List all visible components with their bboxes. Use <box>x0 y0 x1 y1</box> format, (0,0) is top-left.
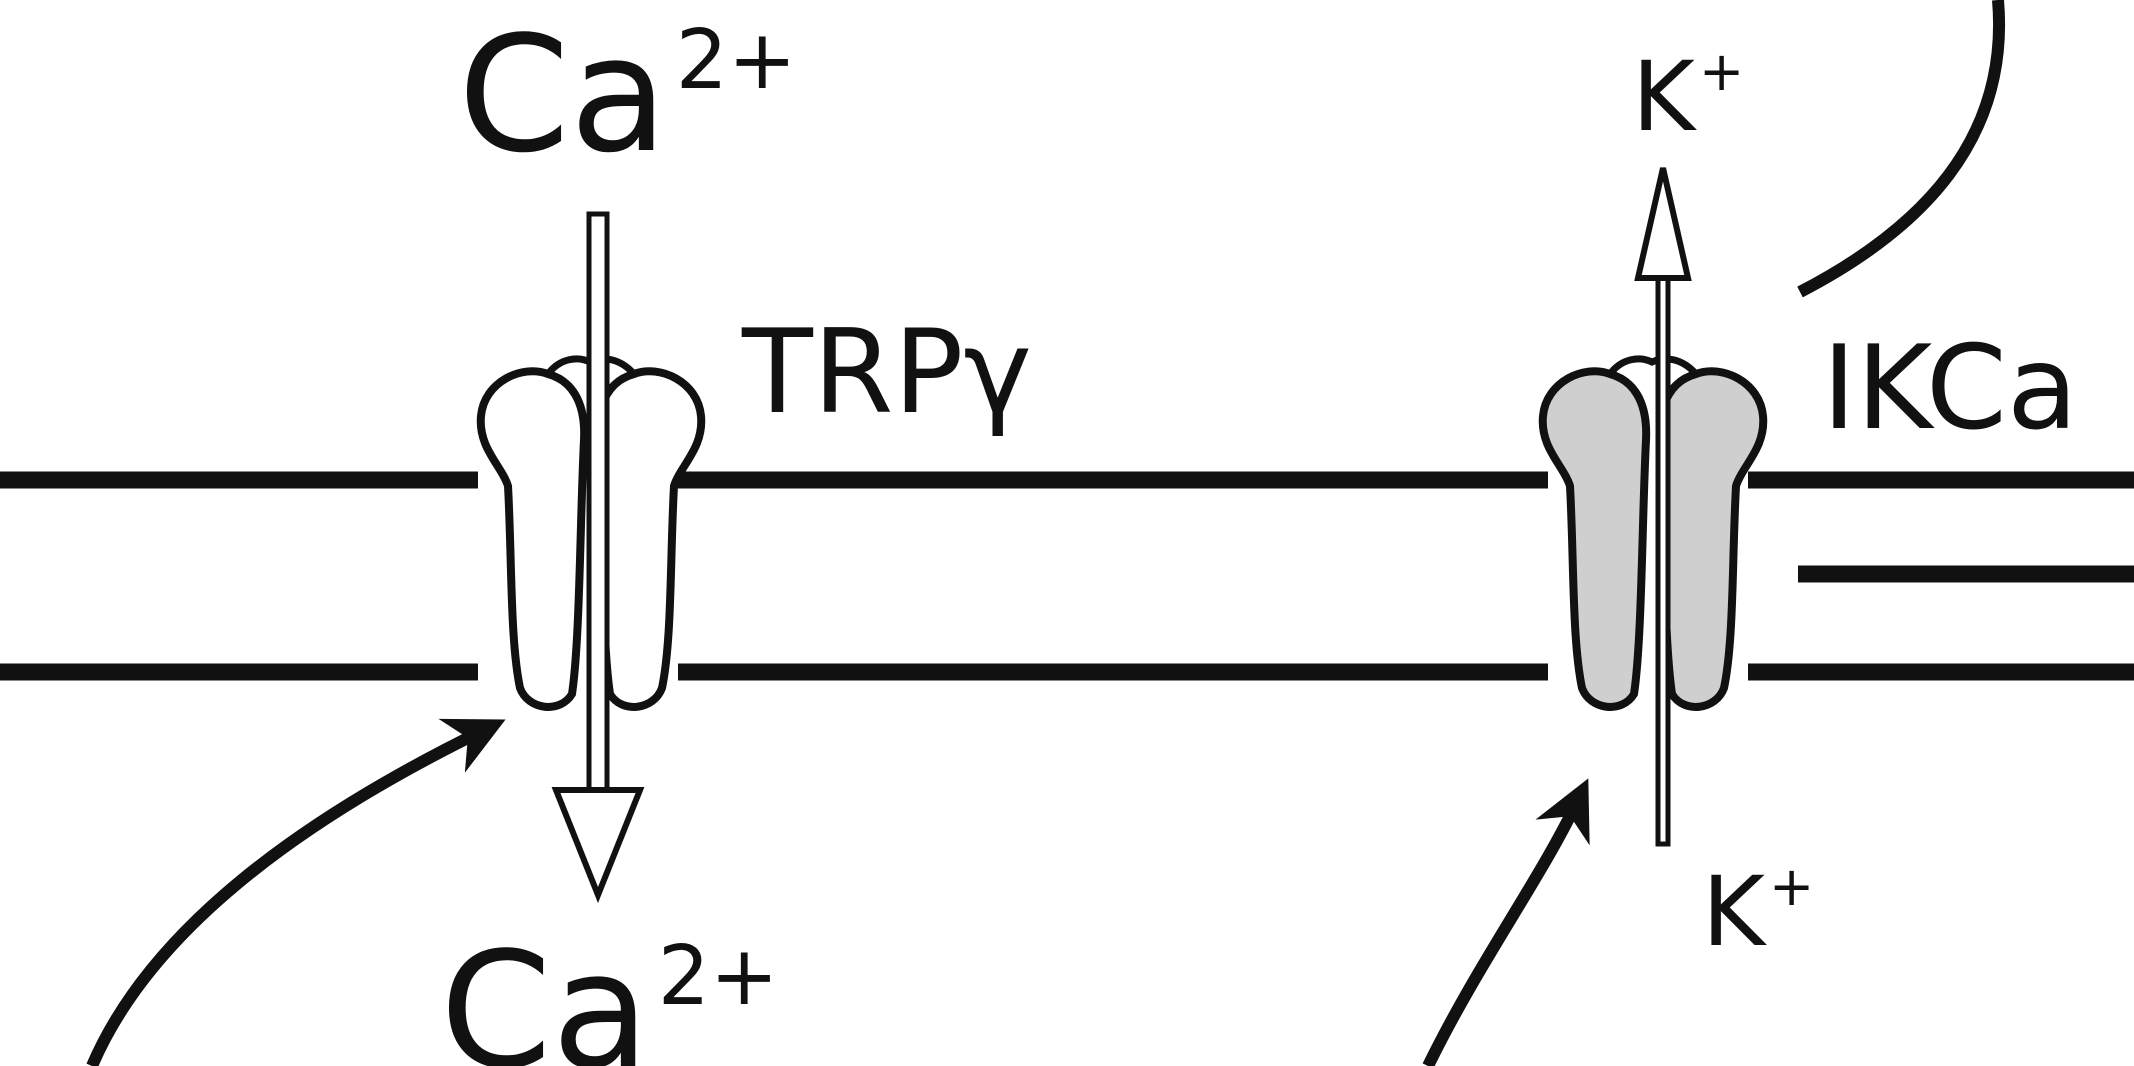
calcium-influx-arrow <box>551 211 645 904</box>
label-k-top: K+ <box>1632 40 1744 153</box>
label-ca-top: Ca2+ <box>458 1 797 188</box>
ikca-channel-left-subunit <box>1538 367 1651 711</box>
trp-channel-left-subunit <box>476 367 589 711</box>
label-ikca-channel: IKCa <box>1822 321 2078 456</box>
potassium-efflux-arrow <box>1634 167 1692 847</box>
signal-arrow-to-trp <box>86 718 506 1066</box>
trp-channel-right-subunit <box>593 367 706 711</box>
label-k-bottom: K+ <box>1702 855 1814 968</box>
ikca-channel-icon <box>1538 355 1768 711</box>
label-trp-channel: TRPγ <box>741 305 1032 440</box>
cell-membrane <box>0 471 2134 681</box>
ikca-channel-rear-subunits <box>1607 355 1699 377</box>
label-ca-bottom: Ca2+ <box>440 917 779 1066</box>
signal-arrow-to-ikca <box>1422 778 1590 1066</box>
signal-curve-top-right <box>1797 0 2006 298</box>
